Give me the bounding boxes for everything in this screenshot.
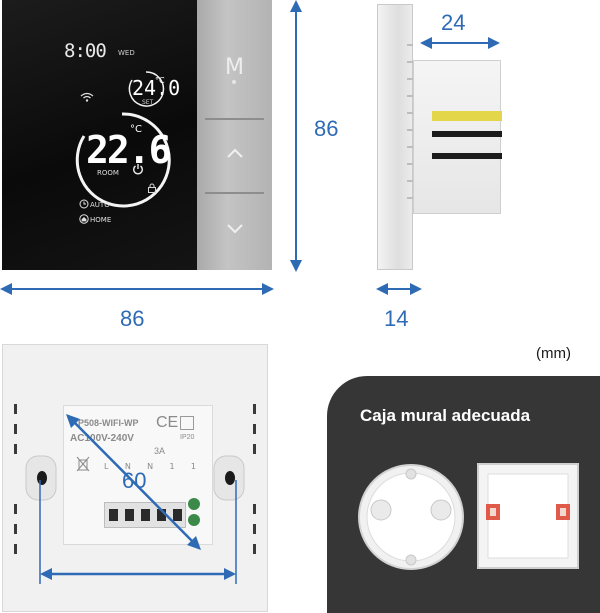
terminal-screw [124,509,134,521]
side-housing [413,60,502,214]
model-number: P508-WIFI-WP [78,418,139,428]
side-vent [432,153,502,159]
down-button[interactable] [197,216,272,241]
ground-symbol-icon [188,498,200,510]
ip-rating: IP20 [180,434,195,441]
plate-thickness-dimension: 14 [384,306,409,331]
clock-display: 8:00 [64,40,107,62]
auto-mode-label: AUTO [90,201,110,209]
terminal-block [104,502,186,528]
round-wall-box [358,464,464,570]
ground-symbol-icon [188,514,200,526]
side-connector [432,111,502,121]
set-temperature: 24.0 [132,76,181,100]
current-temp-unit: °C [130,124,142,135]
height-dimension: 86 [314,116,339,141]
button-panel: M [197,0,272,270]
side-faceplate [377,4,413,270]
terminal-label: N [147,462,154,471]
chevron-down-icon [226,224,243,234]
square-wall-box [477,463,579,569]
back-details [14,404,256,554]
unit-label: (mm) [536,345,571,362]
set-label: SET [142,99,154,106]
power-icon [133,164,143,175]
menu-button[interactable]: M [225,55,244,80]
wifi-icon [80,92,94,102]
home-mode-icon [79,214,89,224]
terminal-label: L [104,462,109,471]
set-temp-unit: °C [155,76,165,85]
terminal-label: 1 [190,462,196,471]
terminal-label: N [124,462,131,471]
current-rating: 3A [154,446,166,456]
button-divider [205,118,264,120]
glass-panel [2,0,197,270]
product-label: P508-WIFI-WP AC100V-240V CE IP20 3A L N … [63,405,213,545]
day-label: WED [118,49,135,57]
wheelie-bin-icon [76,456,90,472]
up-button[interactable] [197,140,272,165]
lock-icon [148,183,156,193]
room-temp-ring [75,112,171,208]
class-ii-icon [180,416,194,430]
current-temperature: 22.6 [86,128,172,172]
home-mode-label: HOME [90,216,112,224]
side-vent [432,131,502,137]
clock-mode-icon [79,199,89,209]
side-dimension-lines [376,37,500,295]
terminal-screw [140,509,150,521]
wall-box-title: Caja mural adecuada [360,406,531,425]
room-label: ROOM [97,169,119,177]
back-dimension-lines [39,414,237,584]
side-fins [407,44,413,199]
mounting-distance-dimension: 60 [122,468,147,493]
depth-dimension: 24 [441,10,466,35]
set-temp-ring [128,71,165,107]
terminal-screw [172,509,182,521]
terminal-screw [108,509,118,521]
front-dimension-lines [0,0,302,295]
ce-mark: CE [156,414,179,431]
terminal-label: 1 [169,462,175,471]
button-divider [205,192,264,194]
thermostat-front: M 8:00 WED 24.0 °C SET 22.6 °C ROOM AUTO [2,0,272,270]
menu-dot [232,80,236,84]
voltage-rating: AC100V-240V [70,433,134,444]
chevron-up-icon [226,148,243,158]
terminal-screw [156,509,166,521]
terminal-labels: L N N 1 1 [104,462,196,471]
width-dimension: 86 [120,306,145,331]
